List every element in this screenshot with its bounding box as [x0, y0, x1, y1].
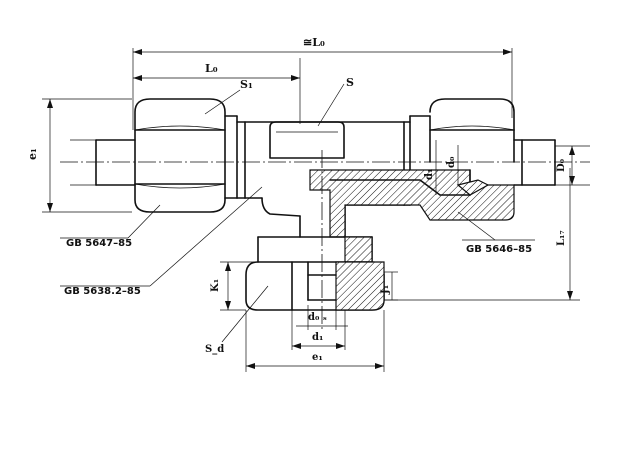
right-tube: [513, 139, 556, 186]
bottom-nut-hatch: [335, 261, 385, 311]
length-dimension: L₀: [133, 58, 301, 124]
D0-dimension: D₀: [555, 145, 590, 186]
e1-label: e₁: [26, 148, 39, 160]
inner-bore: [329, 179, 471, 196]
left-tube: [70, 139, 136, 186]
K1-label: K₁: [210, 279, 221, 292]
overall-length-label: ≅L₀: [303, 36, 325, 49]
right-hex-nut: [409, 98, 515, 206]
bottom-section-hatch: [344, 236, 373, 263]
L17-dimension: L₁₇: [380, 168, 580, 301]
s1-leader: [204, 89, 241, 115]
body-leader: [149, 186, 263, 287]
right-nut-leader: [457, 211, 496, 241]
s-leader: [317, 83, 345, 127]
sd-leader: [221, 285, 269, 343]
d0s-label: d₀ ₛ: [308, 312, 327, 323]
length-label: L₀: [205, 62, 218, 75]
overall-length-dimension: ≅L₀: [132, 36, 513, 130]
left-nut-leader: [127, 204, 161, 239]
d1-top-label: d₁: [424, 169, 435, 180]
s-label: S: [346, 76, 354, 89]
e1-dimension: e₁: [26, 98, 132, 213]
e1-bottom-dimension: e₁: [245, 310, 385, 372]
e1-bottom-label: e₁: [312, 352, 323, 363]
J1-dimension: J₁: [380, 271, 398, 301]
L17-label: L₁₇: [556, 230, 567, 246]
left-hex-nut: [134, 98, 246, 213]
K1-dimension: K₁: [210, 261, 258, 311]
sd-label: S_d: [205, 344, 224, 355]
d0s-dimension: d₀ ₛ: [296, 305, 348, 330]
J1-label: J₁: [380, 285, 391, 295]
left-nut-standard: GB 5647–85: [66, 238, 132, 249]
d0-top-label: d₀: [446, 156, 457, 168]
s1-label: S₁: [240, 78, 253, 91]
d1-bottom-label: d₁: [312, 332, 323, 343]
D0-label: D₀: [556, 158, 567, 172]
right-nut-standard: GB 5646–85: [466, 244, 532, 255]
body-standard: GB 5638.2–85: [64, 286, 141, 297]
bore-dimensions: d₁ d₀: [424, 140, 459, 195]
ferrule-hatch: [456, 179, 490, 196]
d1-bottom-dimension: d₁: [291, 310, 346, 350]
